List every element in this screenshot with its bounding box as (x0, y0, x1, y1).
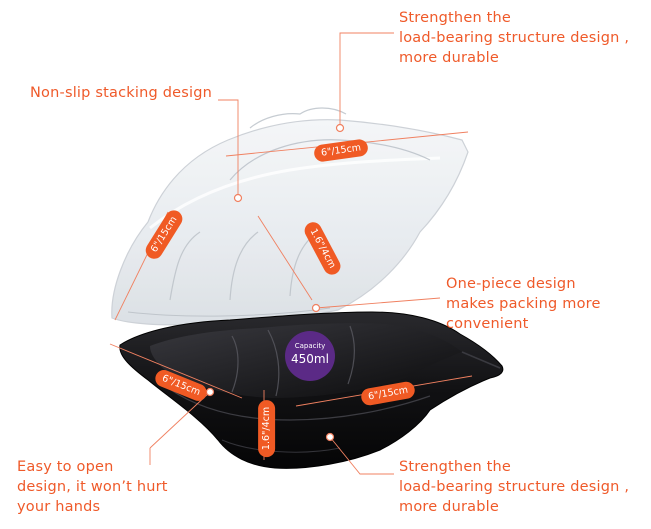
callout-load-bearing-top: Strengthen the load-bearing structure de… (399, 10, 630, 66)
callout-easy-to-open: Easy to open design, it won’t hurt your … (17, 459, 168, 515)
callout-one-piece-design: One-piece design makes packing more conv… (446, 276, 601, 332)
capacity-value: 450ml (291, 352, 329, 366)
callout-non-slip-stacking: Non-slip stacking design (30, 85, 212, 101)
capacity-badge: Capacity 450ml (285, 331, 335, 381)
leader-dots (205, 123, 345, 442)
dimension-badge-base-depth: 1.6"/4cm (258, 399, 276, 458)
capacity-label: Capacity (294, 342, 326, 350)
callout-load-bearing-bottom: Strengthen the load-bearing structure de… (399, 459, 630, 515)
